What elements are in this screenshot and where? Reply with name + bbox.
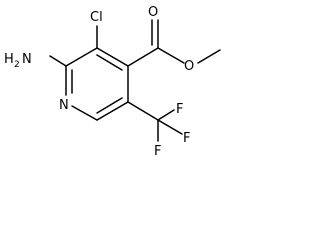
bond-ester-c-o-ether [157,47,185,64]
bond-c5-cf3 [127,101,159,121]
f-right-label: F [183,131,190,146]
bond-c6-n1 [71,105,98,121]
bond-o-methyl [197,49,221,64]
bond-c3-c4 [96,47,129,67]
bond-c2-c3 [65,47,98,67]
amine-n-label: N [22,52,32,67]
ester-o-carbonyl-label: O [148,5,158,20]
bond-cf3-f-top [157,109,175,121]
f-bottom-label: F [154,144,161,159]
bond-cf3-f-right [157,119,183,135]
bond-c5-c6-inner [96,97,123,114]
f-top-label: F [176,102,183,117]
amine-h-label: H [4,52,14,67]
chloro-label: Cl [90,10,103,25]
bond-c5-c6 [96,101,129,121]
chemical-structure: H 2 N Cl N O O F F F [4,5,221,159]
ring-n-label: N [59,98,69,113]
bond-c3-c4-inner [96,54,123,71]
ester-o-ether-label: O [184,59,194,74]
amine-sub-label: 2 [14,60,20,70]
bond-c4-ester-c [127,47,159,67]
bond-c2-nh2 [49,55,67,67]
